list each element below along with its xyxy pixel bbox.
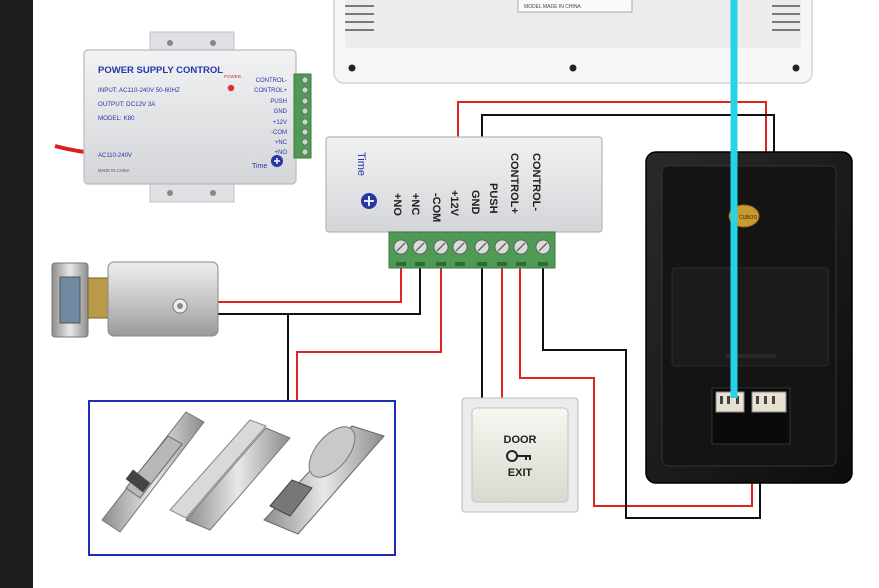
svg-text:CONTROL-: CONTROL- [256, 78, 287, 84]
ac-cable [54, 144, 86, 154]
lock-options-box [88, 400, 396, 556]
svg-text:CONTROL+: CONTROL+ [508, 153, 520, 214]
red-wire-control-plus [519, 262, 753, 507]
psu-large-terminal-labels: +NO +NC -COM +12V GND PUSH CONTROL+ CONT… [391, 153, 542, 222]
left-dark-strip [0, 0, 33, 588]
svg-text:GND: GND [274, 109, 288, 115]
psu-small-terminal-labels: CONTROL- CONTROL+ PUSH GND +12V -COM +NC… [254, 78, 288, 156]
svg-text:-COM: -COM [430, 193, 442, 222]
exit-button: DOOR EXIT [461, 397, 579, 513]
monitor-screw [569, 64, 577, 72]
key-icon [506, 450, 531, 462]
psu-input: INPUT: AC110-240V 50-60HZ [98, 87, 180, 94]
exit-button-exit-text: EXIT [508, 467, 533, 479]
exit-button-door-text: DOOR [504, 434, 537, 446]
monitor-screw [348, 64, 356, 72]
svg-text:+NO: +NO [391, 193, 403, 216]
outdoor-badge-text: ES CUBOD [731, 215, 758, 221]
svg-text:GND: GND [469, 190, 481, 215]
psu-large-time-label: Time [355, 152, 367, 176]
svg-text:+NO: +NO [274, 150, 287, 156]
psu-output: OUTPUT: DC12V 3A [98, 101, 156, 108]
red-wire-no-to-lock [218, 262, 402, 303]
svg-text:CONTROL-: CONTROL- [530, 153, 542, 211]
psu-small-terminal-block [293, 73, 312, 159]
power-led-label: POWER [224, 74, 242, 79]
svg-text:PUSH: PUSH [487, 183, 499, 214]
svg-text:PUSH: PUSH [270, 99, 287, 105]
monitor-rating-label [517, 0, 633, 13]
monitor-label-text: MODEL MADE IN CHINA [524, 4, 581, 10]
psu-time-label: Time [252, 163, 267, 170]
black-wire-control-minus [542, 262, 761, 519]
psu-made-in: MADE IN CHINA [98, 168, 130, 173]
svg-text:+NC: +NC [409, 193, 421, 215]
svg-text:-COM: -COM [271, 130, 287, 136]
svg-text:+12V: +12V [273, 120, 287, 126]
svg-text:+NC: +NC [275, 140, 288, 146]
red-wire-com [296, 262, 442, 400]
drop-bolt-lock [263, 425, 385, 535]
right-speaker-grille [772, 5, 800, 31]
psu-title: POWER SUPPLY CONTROL [98, 65, 223, 76]
power-supply-large: Time +NO +NC -COM +12V GND PUSH CONTROL+… [325, 136, 603, 269]
monitor-screw [792, 64, 800, 72]
electric-strike [101, 411, 205, 533]
psu-ac-label: AC110-240V [98, 153, 132, 159]
electric-rim-lock [51, 261, 219, 338]
power-led [227, 84, 235, 92]
magnetic-lock [169, 419, 291, 531]
power-supply-small: POWER SUPPLY CONTROL INPUT: AC110-240V 5… [54, 31, 312, 203]
svg-text:CONTROL+: CONTROL+ [254, 88, 287, 94]
outdoor-unit: ES CUBOD [645, 151, 853, 484]
left-speaker-grille [345, 5, 374, 31]
psu-model: MODEL: K80 [98, 115, 135, 122]
outdoor-connector [751, 391, 787, 413]
black-wire-nc [287, 262, 421, 400]
svg-text:+12V: +12V [448, 190, 460, 217]
indoor-monitor: MODEL MADE IN CHINA [333, 0, 813, 84]
